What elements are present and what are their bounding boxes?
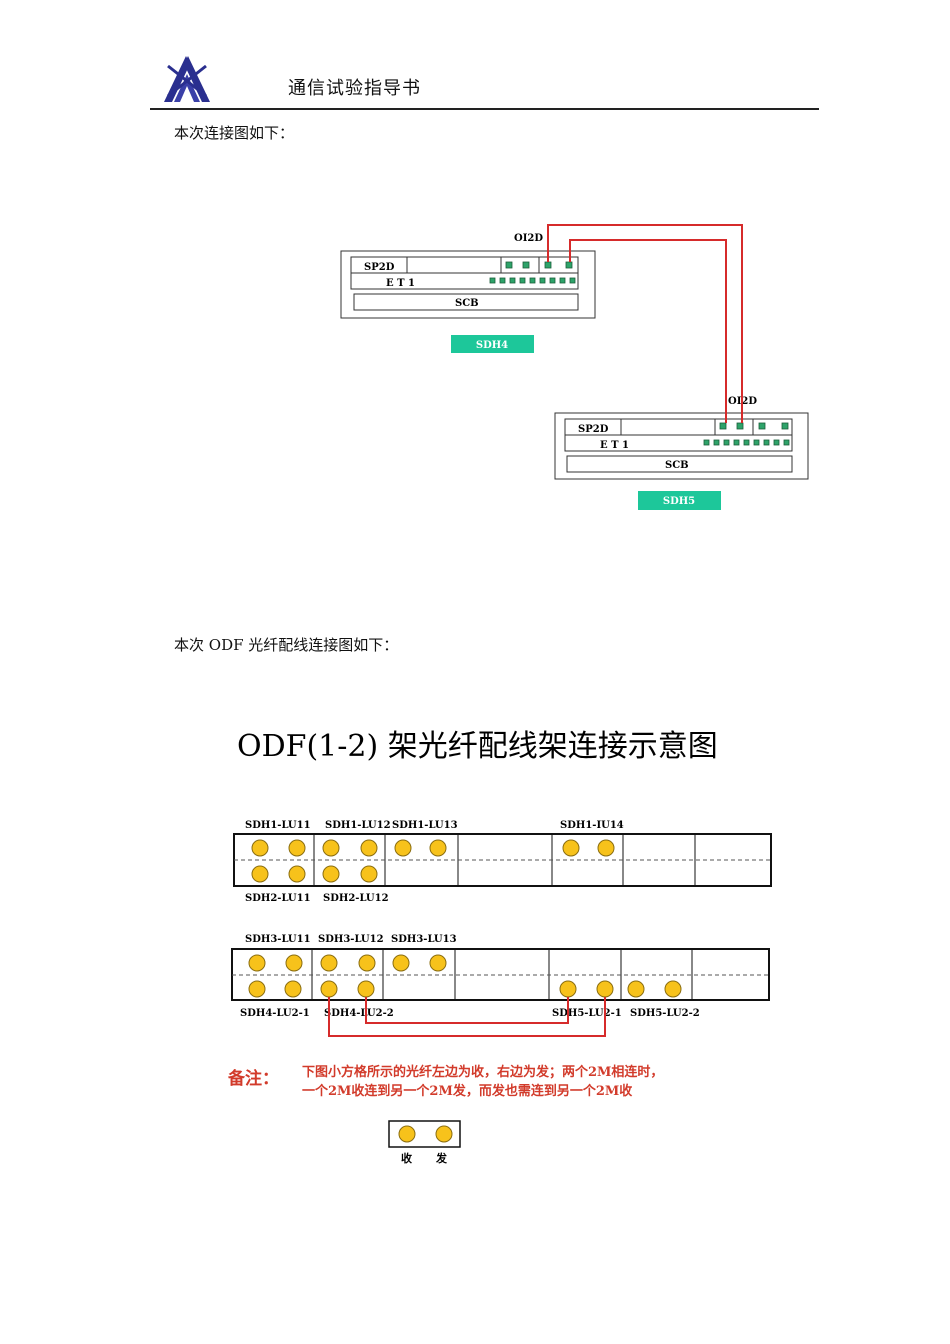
logo-icon xyxy=(164,56,210,102)
sdh4-sp2d-label: SP2D xyxy=(364,262,395,273)
legend-rx-label: 收 xyxy=(401,1151,412,1165)
note-label: 备注： xyxy=(227,1068,279,1089)
legend-tx-label: 发 xyxy=(435,1151,448,1165)
rack2-top-label: SDH3-LU13 xyxy=(391,934,457,945)
rack1-top-label: SDH1-LU11 xyxy=(245,820,311,831)
odf-diagram-title: ODF(1-2) 架光纤配线架连接示意图 xyxy=(237,729,718,764)
caption-connection-diagram: 本次连接图如下： xyxy=(174,124,295,142)
sdh5-badge-label: SDH5 xyxy=(663,496,695,507)
sdh4-chassis: SP2D E T 1 SCB OI2D xyxy=(340,233,596,319)
equipment-connection-diagram: SP2D E T 1 SCB OI2D SDH4 SP2D E T 1 SCB … xyxy=(340,224,809,510)
odf-fiber-jumpers xyxy=(328,997,606,1037)
rack2-top-label: SDH3-LU11 xyxy=(245,934,311,945)
rack1-bottom-label: SDH2-LU12 xyxy=(323,893,389,904)
rack1-bottom-label: SDH2-LU11 xyxy=(245,893,311,904)
sdh4-et1-label: E T 1 xyxy=(386,278,415,289)
note-line-1: 下图小方格所示的光纤左边为收，右边为发；两个2M相连时， xyxy=(302,1064,663,1080)
rack2-bottom-label: SDH4-LU2-2 xyxy=(324,1008,394,1019)
rack1-top-label: SDH1-LU12 xyxy=(325,820,391,831)
sdh5-scb-label: SCB xyxy=(665,460,689,471)
sdh5-badge xyxy=(638,491,721,510)
odf-rack-1: SDH1-LU11 SDH1-LU12 SDH1-LU13 SDH1-IU14 … xyxy=(233,820,772,904)
sdh4-oi2d-label: OI2D xyxy=(514,233,543,244)
fiber-links xyxy=(547,224,743,423)
port-legend: 收 发 xyxy=(388,1120,461,1165)
odf-connection-diagram: ODF(1-2) 架光纤配线架连接示意图 SDH1-LU11 SDH1-LU12… xyxy=(227,729,772,1165)
odf-rack-2: SDH3-LU11 SDH3-LU12 SDH3-LU13 SDH4-LU2-1… xyxy=(231,934,770,1037)
sdh4-badge-label: SDH4 xyxy=(476,340,508,351)
rack2-bottom-label: SDH5-LU2-2 xyxy=(630,1008,700,1019)
sdh4-scb-label: SCB xyxy=(455,298,479,309)
sdh5-sp2d-label: SP2D xyxy=(578,424,609,435)
note-line-2: 一个2M收连到另一个2M发，而发也需连到另一个2M收 xyxy=(302,1083,633,1099)
rack2-top-label: SDH3-LU12 xyxy=(318,934,384,945)
sdh5-et1-label: E T 1 xyxy=(600,440,629,451)
header-rule xyxy=(150,108,819,110)
rack1-top-label: SDH1-LU13 xyxy=(392,820,458,831)
sdh4-badge xyxy=(451,335,534,353)
rack2-bottom-label: SDH5-LU2-1 xyxy=(552,1008,622,1019)
caption-odf-diagram: 本次 ODF 光纤配线连接图如下： xyxy=(174,636,399,654)
header-title: 通信试验指导书 xyxy=(288,78,421,99)
rack1-top-label: SDH1-IU14 xyxy=(560,820,624,831)
rack2-bottom-label: SDH4-LU2-1 xyxy=(240,1008,310,1019)
sdh5-chassis: SP2D E T 1 SCB OI2D xyxy=(554,396,809,480)
